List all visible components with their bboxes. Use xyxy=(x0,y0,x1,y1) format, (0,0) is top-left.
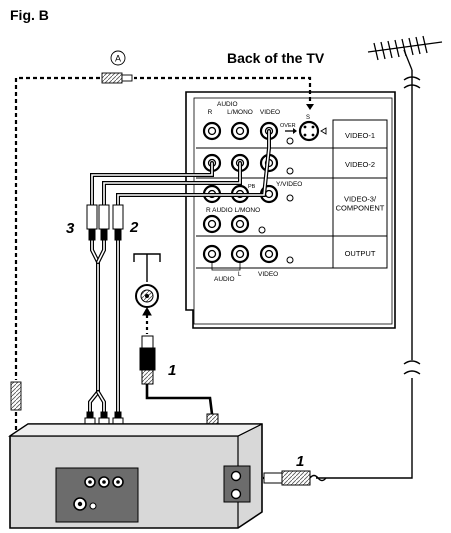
step-label-2: 2 xyxy=(129,219,139,236)
rf-antenna-jack xyxy=(133,253,161,308)
jack-row-video1 xyxy=(202,121,294,145)
panel-row-video1: VIDEO-1 xyxy=(345,131,375,140)
svideo-over-label: OVER xyxy=(280,123,296,129)
panel-pb-label: PB xyxy=(248,184,256,190)
output-audio-label: AUDIO xyxy=(214,276,235,283)
panel-row-label-line: OUTPUT xyxy=(345,249,376,258)
step-label-1-antenna: 1 xyxy=(296,453,304,470)
step-label-1-rf: 1 xyxy=(168,362,176,379)
panel-header-lmono: L/MONO xyxy=(227,109,253,116)
av-cables xyxy=(88,129,271,420)
panel-row-video2: VIDEO-2 xyxy=(345,160,375,169)
antenna-icon xyxy=(367,35,443,71)
svideo-jack xyxy=(298,120,327,142)
panel-row-output: OUTPUT xyxy=(345,249,376,258)
panel-header-r: R xyxy=(208,109,213,116)
svg-text:A: A xyxy=(115,54,121,64)
panel-row-label-line: VIDEO-3/ xyxy=(344,195,377,204)
panel-row-label-line: VIDEO-1 xyxy=(345,131,375,140)
figure-label: Fig. B xyxy=(10,7,49,23)
antenna-cable xyxy=(316,70,421,479)
output-l-label: L xyxy=(238,272,242,278)
panel-row-label-line: VIDEO-2 xyxy=(345,160,375,169)
panel-header-audio: AUDIO xyxy=(217,101,238,108)
panel-row3-audio-label: R AUDIO L/MONO xyxy=(206,207,260,214)
callout-a: A xyxy=(110,50,126,66)
jack-row-output xyxy=(202,244,294,264)
panel-header-video: VIDEO xyxy=(260,109,280,116)
step-label-3: 3 xyxy=(66,220,75,237)
panel-yvideo-label: Y/VIDEO xyxy=(276,181,302,188)
tv-back-panel: VIDEO-1 VIDEO-2 VIDEO-3/COMPONENT OUTPUT… xyxy=(185,91,396,329)
tv-back-label: Back of the TV xyxy=(227,50,325,66)
external-device xyxy=(8,423,263,529)
output-video-label: VIDEO xyxy=(258,271,278,278)
panel-row-video3: VIDEO-3/COMPONENT xyxy=(336,195,385,213)
svideo-s-label: S xyxy=(306,115,310,121)
panel-row-label-line: COMPONENT xyxy=(336,204,385,213)
